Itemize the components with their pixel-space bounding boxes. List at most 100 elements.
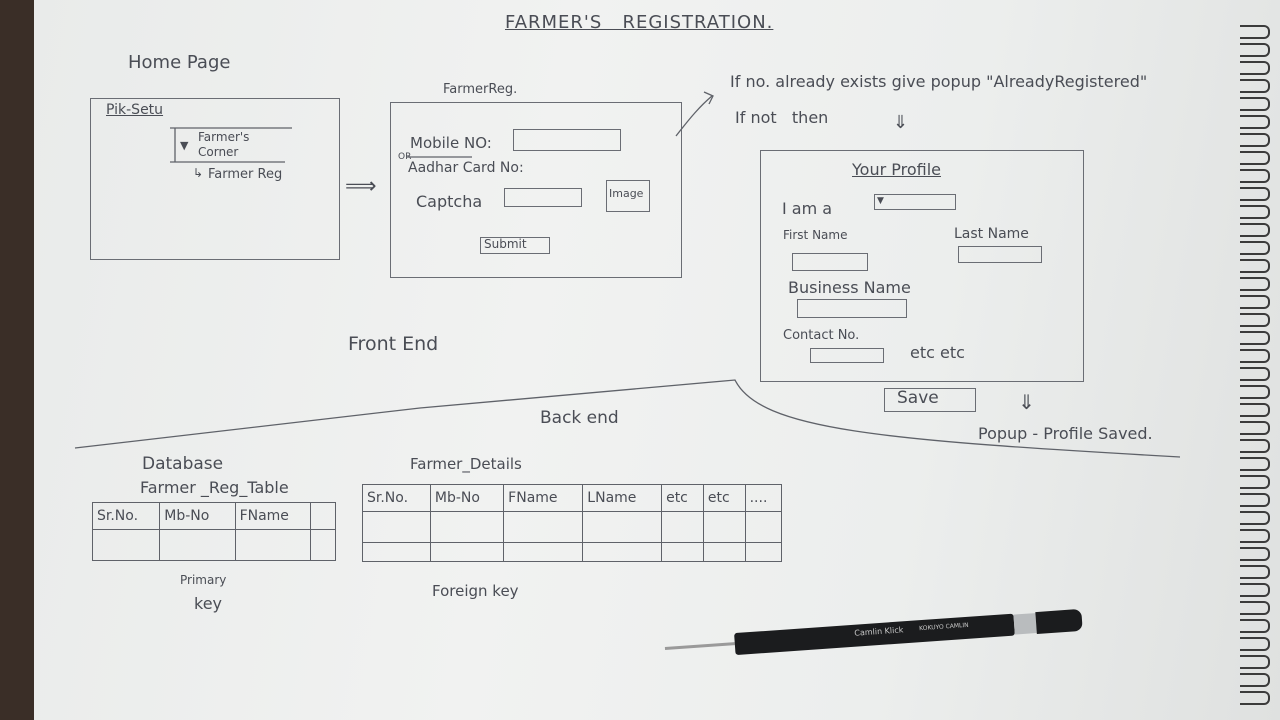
spiral-ring: [1240, 79, 1270, 93]
spiral-ring: [1240, 691, 1270, 705]
spiral-ring: [1240, 277, 1270, 291]
column-header: Mb-No: [159, 502, 236, 530]
pencil-clip: [1013, 613, 1037, 635]
farmer-reg-table: Sr.No. Mb-No FName: [91, 502, 337, 561]
farmer-reg-link[interactable]: Farmer Reg: [208, 167, 283, 182]
already-exists-note: If no. already exists give popup "Alread…: [730, 72, 1148, 91]
spiral-ring: [1240, 439, 1270, 453]
first-name-label: First Name: [783, 228, 848, 242]
spiral-ring: [1240, 385, 1270, 399]
spiral-ring: [1240, 223, 1270, 237]
column-header: etc: [661, 484, 704, 512]
table-cell: [362, 511, 431, 543]
table-cell: [661, 511, 704, 543]
column-header: FName: [234, 502, 311, 530]
or-label: OR: [398, 152, 412, 162]
save-button[interactable]: [884, 388, 976, 412]
spiral-ring: [1240, 331, 1270, 345]
column-header: Sr.No.: [91, 502, 161, 530]
i-am-label: I am a: [782, 199, 833, 218]
app-name-label: Pik-Setu: [106, 102, 164, 118]
role-select-arrow-icon: ▼: [877, 196, 884, 206]
table-header-row: Sr.No. Mb-No FName LName etc etc ....: [362, 484, 783, 512]
link-arrow-icon: ↳: [193, 166, 204, 180]
spiral-ring: [1240, 25, 1270, 39]
spiral-ring: [1240, 637, 1270, 651]
spiral-ring: [1240, 619, 1270, 633]
spiral-ring: [1240, 313, 1270, 327]
details-table-name: Farmer_Details: [410, 455, 522, 473]
farmer-details-table: Sr.No. Mb-No FName LName etc etc ....: [362, 484, 783, 562]
spiral-ring: [1240, 115, 1270, 129]
table-cell: [234, 529, 311, 561]
captcha-image: [606, 180, 650, 212]
table-cell: [582, 511, 663, 543]
spiral-ring: [1240, 259, 1270, 273]
spiral-ring: [1240, 97, 1270, 111]
aadhar-label: Aadhar Card No:: [408, 160, 524, 176]
dropdown-arrow-icon: ▼: [180, 139, 189, 152]
spiral-ring: [1240, 565, 1270, 579]
mobile-input[interactable]: [513, 129, 621, 151]
column-header: [309, 502, 337, 530]
spiral-binding: [1240, 25, 1274, 705]
table-cell: [309, 529, 337, 561]
table-cell: [582, 542, 663, 562]
spiral-ring: [1240, 601, 1270, 615]
column-header: ....: [744, 484, 783, 512]
spiral-ring: [1240, 421, 1270, 435]
spiral-ring: [1240, 511, 1270, 525]
reg-form-heading: FarmerReg.: [443, 82, 518, 97]
spiral-ring: [1240, 457, 1270, 471]
table-cell: [503, 542, 584, 562]
table-row: [91, 529, 337, 561]
notebook-page: [34, 0, 1280, 720]
etc-note: etc etc: [910, 343, 965, 362]
foreign-key-note: Foreign key: [432, 582, 519, 600]
submit-button[interactable]: [480, 237, 550, 254]
save-label: Save: [897, 388, 939, 408]
captcha-image-label: Image: [609, 187, 644, 200]
mobile-label: Mobile NO:: [410, 134, 492, 152]
captcha-input[interactable]: [504, 188, 582, 207]
front-end-label: Front End: [348, 333, 439, 355]
back-end-label: Back end: [540, 408, 619, 428]
spiral-ring: [1240, 655, 1270, 669]
spiral-ring: [1240, 241, 1270, 255]
home-page-heading: Home Page: [128, 52, 231, 73]
table-cell: [661, 542, 704, 562]
reg-table-name: Farmer _Reg_Table: [140, 478, 289, 497]
down-arrow-icon: ⇓: [893, 112, 909, 133]
role-select[interactable]: [874, 194, 956, 210]
table-cell: [744, 511, 783, 543]
down-arrow-icon: ⇓: [1018, 390, 1035, 414]
spiral-ring: [1240, 43, 1270, 57]
reg-form-frame: [390, 102, 682, 278]
table-cell: [429, 542, 505, 562]
popup-saved-note: Popup - Profile Saved.: [978, 424, 1153, 443]
page-title: FARMER'S REGISTRATION.: [505, 12, 774, 33]
spiral-ring: [1240, 403, 1270, 417]
business-name-label: Business Name: [788, 278, 911, 297]
column-header: Mb-No: [429, 484, 505, 512]
table-cell: [159, 529, 236, 561]
last-name-input[interactable]: [958, 246, 1042, 263]
captcha-label: Captcha: [416, 192, 483, 211]
spiral-ring: [1240, 349, 1270, 363]
spiral-ring: [1240, 583, 1270, 597]
spiral-ring: [1240, 133, 1270, 147]
business-name-input[interactable]: [797, 299, 907, 318]
farmers-corner-menu[interactable]: Farmer's Corner: [198, 130, 250, 159]
table-header-row: Sr.No. Mb-No FName: [91, 502, 337, 530]
pencil-tip: [664, 642, 735, 650]
contact-no-label: Contact No.: [783, 328, 860, 343]
column-header: LName: [582, 484, 663, 512]
submit-label: Submit: [484, 237, 527, 251]
first-name-input[interactable]: [792, 253, 868, 271]
table-cell: [744, 542, 783, 562]
table-cell: [503, 511, 584, 543]
contact-no-input[interactable]: [810, 348, 884, 363]
primary-key-note: Primary: [180, 573, 227, 587]
table-cell: [702, 511, 746, 543]
spiral-ring: [1240, 187, 1270, 201]
